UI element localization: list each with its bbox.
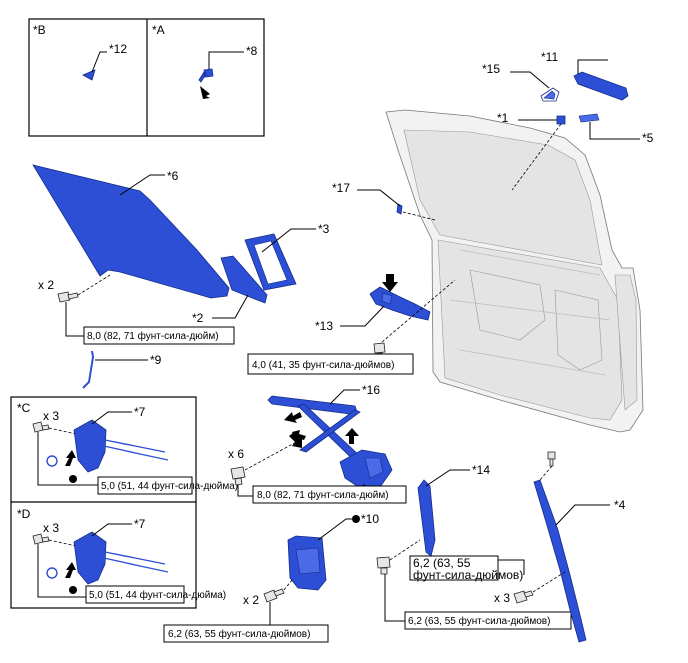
callout-12: *12: [109, 42, 127, 56]
inset-label-d: *D: [17, 507, 31, 521]
quantity-glass: x 2: [38, 278, 54, 292]
bullet-dot-icon: [69, 586, 77, 594]
torque-box-rail-top: [409, 555, 499, 581]
bullet-dot-icon: [69, 475, 77, 483]
callout-9: *9: [150, 353, 162, 367]
part-7-door-lock-d: [73, 531, 107, 585]
callout-11: *11: [541, 50, 558, 64]
callout-13: *13: [315, 319, 333, 333]
part-5-gasket: [578, 113, 600, 123]
bolt-icon: [376, 556, 391, 575]
inset-label-c: *C: [17, 401, 31, 415]
part-8-clip: [198, 68, 214, 83]
torque-rail-top-line2: фунт-сила-дюймов): [413, 568, 523, 582]
torque-box-rail-bottom: [404, 611, 572, 630]
callout-16: *16: [362, 383, 380, 397]
torque-regulator: 8,0 (82, 71 фунт-сила-дюйм): [257, 489, 389, 501]
callout-17: *17: [332, 181, 350, 195]
torque-lock-c: 5,0 (51, 44 фунт-сила-дюйма): [101, 480, 238, 492]
callout-15: *15: [482, 62, 500, 76]
bolt-icon: [230, 466, 246, 486]
part-4-run-channel: [533, 479, 587, 643]
bolt-icon: [513, 590, 534, 604]
bolt-icon: [547, 451, 556, 467]
torque-box-handle-bracket: [247, 353, 414, 375]
front-door-body: [385, 109, 644, 433]
inset-frame-b-a: [28, 18, 265, 137]
callout-8: *8: [246, 44, 258, 58]
down-arrow-icon: [382, 274, 398, 292]
callout-7-c: *7: [134, 405, 146, 419]
torque-box-lock-d: [85, 585, 185, 604]
quantity-rail: x 3: [494, 591, 510, 605]
inset-label-b: *B: [33, 23, 46, 37]
part-2-quarter-glass: [220, 255, 268, 304]
torque-box-lock-c: [97, 476, 193, 495]
part-17-clip: [396, 203, 403, 215]
torque-lock-d: 5,0 (51, 44 фунт-сила-дюйма): [89, 589, 226, 601]
callout-7-d: *7: [134, 517, 146, 531]
torque-handle-bracket: 4,0 (41, 35 фунт-сила-дюймов): [252, 359, 394, 371]
quantity-regulator: x 6: [228, 447, 244, 461]
quantity-lock-d: x 3: [43, 521, 59, 535]
direction-arrow-icon: [284, 412, 302, 423]
part-6-door-glass: [32, 164, 230, 299]
direction-arrow-icon: [198, 83, 210, 99]
quantity-motor: x 2: [243, 593, 259, 607]
up-arrow-icon: [65, 562, 76, 578]
bolt-icon: [57, 291, 79, 303]
callout-6: *6: [167, 169, 179, 183]
seal-ring-icon: [46, 567, 58, 579]
callout-4: *4: [614, 498, 626, 512]
part-1-cap: [556, 115, 566, 125]
callout-2: *2: [192, 311, 204, 325]
part-14-rear-channel: [417, 479, 436, 557]
part-13-handle-frame: [369, 286, 431, 321]
up-arrow-icon: [345, 428, 359, 444]
torque-box-motor: [163, 624, 329, 643]
torque-rail-bottom: 6,2 (63, 55 фунт-сила-дюймов): [408, 615, 550, 627]
part-9-rod: [82, 350, 95, 389]
callout-14: *14: [472, 463, 490, 477]
part-16-window-regulator: [267, 395, 393, 491]
part-11-outer-handle: [573, 71, 629, 101]
callout-10: *10: [361, 512, 379, 526]
torque-motor: 6,2 (63, 55 фунт-сила-дюймов): [168, 628, 310, 640]
part-12-clip: [82, 69, 96, 81]
torque-rail-top-line1: 6,2 (63, 55: [413, 556, 471, 570]
callout-5: *5: [642, 131, 654, 145]
torque-glass: 8,0 (82, 71 фунт-сила-дюйм): [87, 330, 219, 342]
callout-3: *3: [318, 222, 330, 236]
direction-arrow-icon: [289, 433, 302, 448]
inset-label-a: *A: [152, 23, 165, 37]
up-arrow-icon: [65, 450, 76, 466]
quantity-lock-c: x 3: [43, 409, 59, 423]
bolt-icon: [32, 533, 50, 545]
callout-1: *1: [497, 111, 509, 125]
seal-ring-icon: [46, 455, 58, 467]
bullet-dot-icon: [352, 515, 360, 523]
part-7-door-lock-c: [73, 419, 107, 473]
torque-box-glass: [83, 326, 235, 345]
bolt-icon: [32, 421, 50, 433]
bolt-icon: [263, 588, 285, 603]
torque-box-regulator: [252, 485, 407, 504]
